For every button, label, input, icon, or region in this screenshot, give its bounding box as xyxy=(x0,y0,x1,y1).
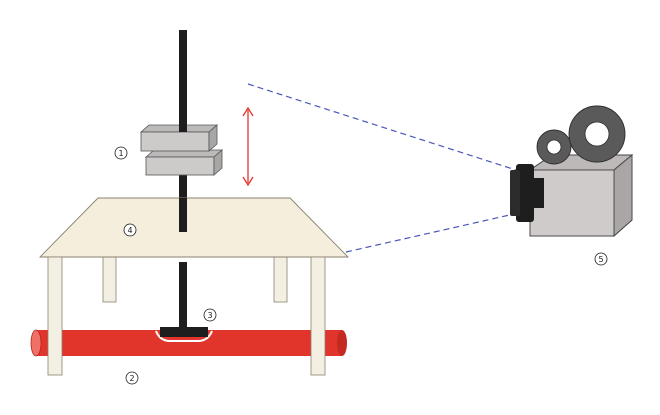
film-reel-icon-large xyxy=(568,105,626,163)
callout-1: 1 xyxy=(114,146,128,160)
sight-line-upper xyxy=(247,83,517,171)
svg-text:1: 1 xyxy=(118,149,123,158)
vertical-rod-lower xyxy=(179,262,187,330)
movement-arrow xyxy=(242,106,254,187)
table-top xyxy=(38,197,350,258)
callout-4: 4 xyxy=(123,223,137,237)
callout-3: 3 xyxy=(203,308,217,322)
svg-text:2: 2 xyxy=(129,374,134,383)
sight-line-lower xyxy=(345,213,515,253)
table-leg-back-left xyxy=(102,254,117,303)
vertical-rod-middle xyxy=(179,198,187,232)
camera-icon xyxy=(510,105,634,238)
weight-blocks xyxy=(139,121,224,176)
svg-text:5: 5 xyxy=(598,255,603,264)
svg-text:4: 4 xyxy=(127,226,132,235)
film-reel-icon xyxy=(536,129,572,165)
callout-2: 2 xyxy=(125,371,139,385)
callout-5: 5 xyxy=(594,252,608,266)
probe-tip xyxy=(155,327,213,342)
svg-text:3: 3 xyxy=(207,311,212,320)
table-leg-front-right xyxy=(310,256,326,376)
table-leg-front-left xyxy=(47,256,63,376)
table-leg-back-right xyxy=(273,254,288,303)
